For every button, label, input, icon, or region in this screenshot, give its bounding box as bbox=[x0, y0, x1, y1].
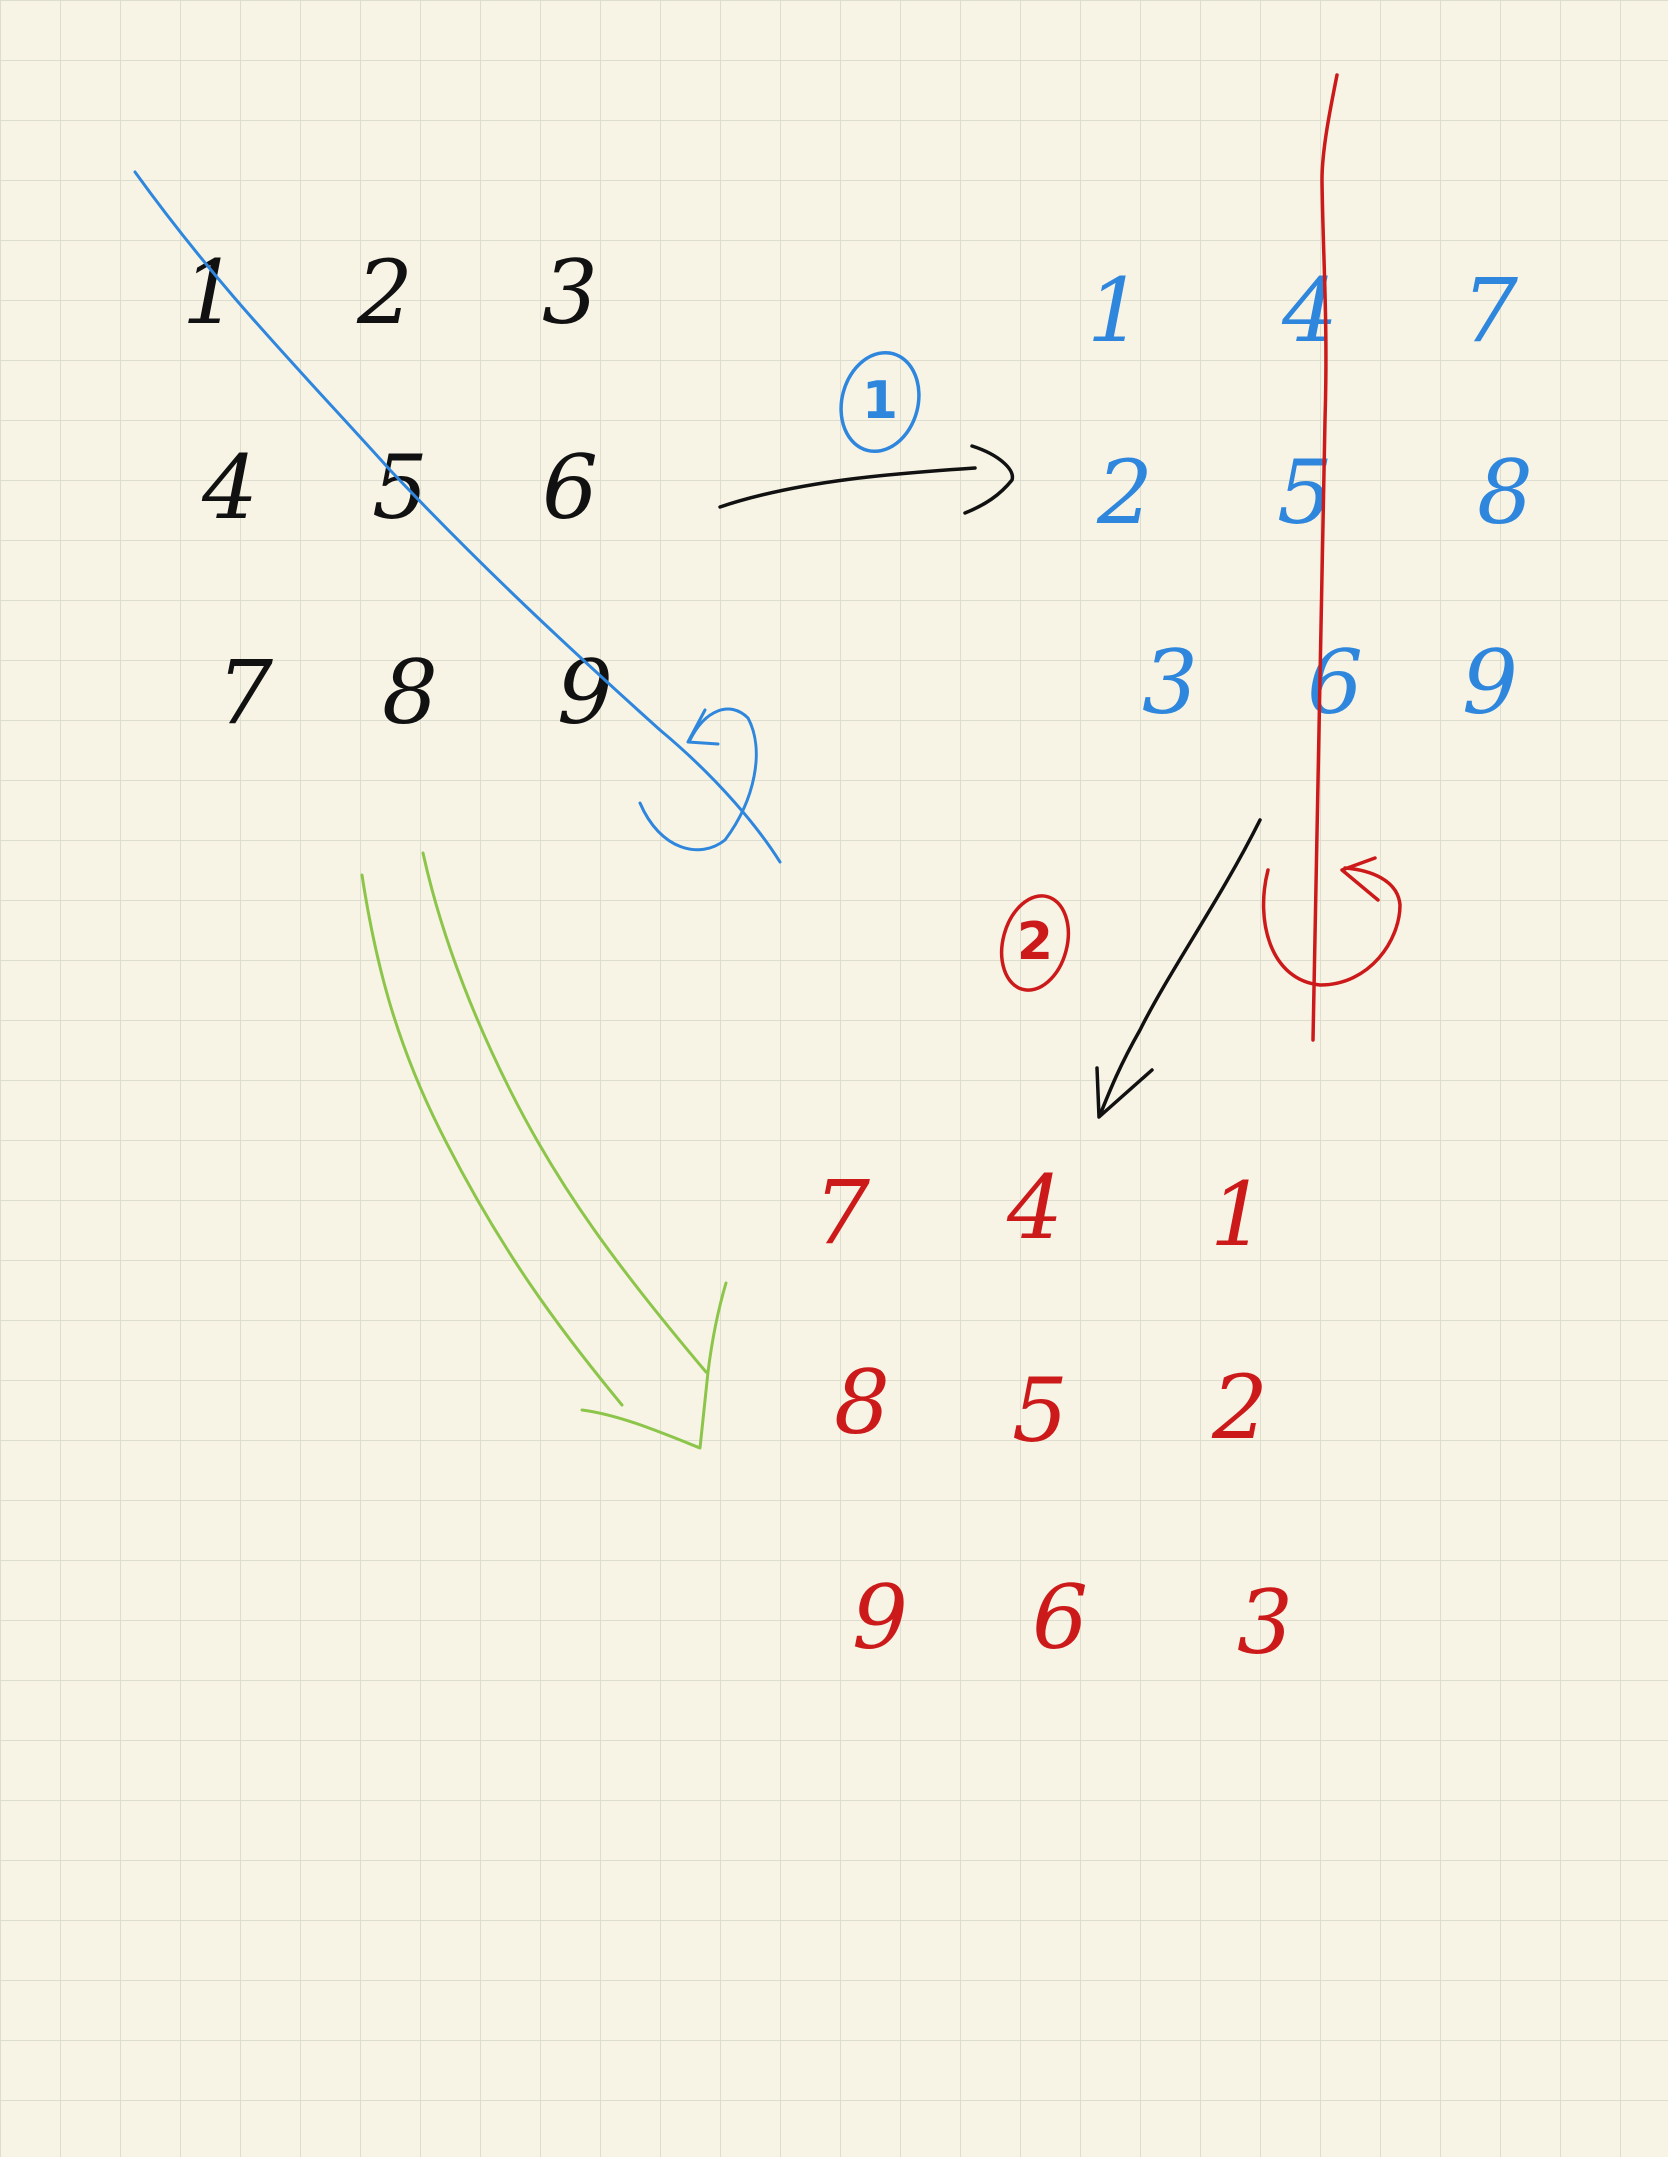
transposed-cell-r3c2: 6 bbox=[1307, 631, 1363, 734]
rotated-cell-r1c1: 7 bbox=[814, 1161, 870, 1264]
rotated-cell-r3c2: 6 bbox=[1032, 1566, 1088, 1669]
original-cell-r3c2: 8 bbox=[382, 641, 438, 744]
transposed-matrix: 1 4 7 2 5 8 3 6 9 bbox=[1087, 259, 1533, 734]
vertical-axis-line bbox=[1311, 73, 1339, 1042]
rotated-cell-r2c1: 8 bbox=[834, 1351, 890, 1454]
rotated-cell-r3c3: 3 bbox=[1237, 1571, 1293, 1674]
rotated-cell-r2c3: 2 bbox=[1211, 1356, 1268, 1459]
transposed-cell-r1c3: 7 bbox=[1462, 259, 1518, 362]
original-cell-r1c3: 3 bbox=[542, 241, 598, 344]
rotated-cell-r1c3: 1 bbox=[1210, 1163, 1266, 1266]
step2-circle bbox=[999, 894, 1071, 992]
original-cell-r2c1: 4 bbox=[201, 436, 258, 539]
overall-arrowhead bbox=[580, 1281, 728, 1450]
transposed-cell-r2c1: 2 bbox=[1096, 441, 1153, 544]
diagonal-flip-arrowhead bbox=[686, 708, 720, 746]
original-cell-r1c2: 2 bbox=[356, 241, 413, 344]
rotated-cell-r2c2: 5 bbox=[1012, 1359, 1068, 1462]
original-cell-r2c3: 6 bbox=[542, 436, 598, 539]
rotated-cell-r1c2: 4 bbox=[1006, 1156, 1063, 1259]
original-matrix: 1 2 3 4 5 6 7 8 9 bbox=[182, 241, 613, 744]
rotated-cell-r3c1: 9 bbox=[852, 1566, 908, 1669]
rotated-matrix: 7 4 1 8 5 2 9 6 3 bbox=[814, 1156, 1293, 1674]
step1-label: 1 bbox=[862, 371, 898, 431]
transposed-cell-r1c2: 4 bbox=[1281, 259, 1338, 362]
diagonal-flip-arrow-icon bbox=[638, 707, 758, 852]
vertical-flip-arrowhead bbox=[1340, 856, 1380, 902]
step1-arrow bbox=[718, 466, 977, 509]
step1-arrowhead bbox=[963, 444, 1015, 515]
transposed-cell-r2c3: 8 bbox=[1477, 441, 1533, 544]
step1-circle bbox=[839, 350, 921, 454]
transposed-cell-r3c1: 3 bbox=[1142, 631, 1198, 734]
vertical-flip-arrow-icon bbox=[1261, 866, 1402, 987]
transposed-cell-r1c1: 1 bbox=[1087, 259, 1143, 362]
diagonal-line bbox=[133, 170, 782, 864]
original-cell-r3c3: 9 bbox=[557, 641, 613, 744]
overall-arrow-inner bbox=[421, 851, 708, 1374]
original-cell-r2c2: 5 bbox=[372, 436, 428, 539]
step2-arrowhead bbox=[1095, 1066, 1154, 1119]
step2-label: 2 bbox=[1017, 912, 1053, 972]
step2-arrow bbox=[1098, 818, 1262, 1117]
original-cell-r3c1: 7 bbox=[217, 641, 273, 744]
overall-arrow-outer bbox=[360, 873, 624, 1407]
transposed-cell-r3c3: 9 bbox=[1462, 631, 1518, 734]
